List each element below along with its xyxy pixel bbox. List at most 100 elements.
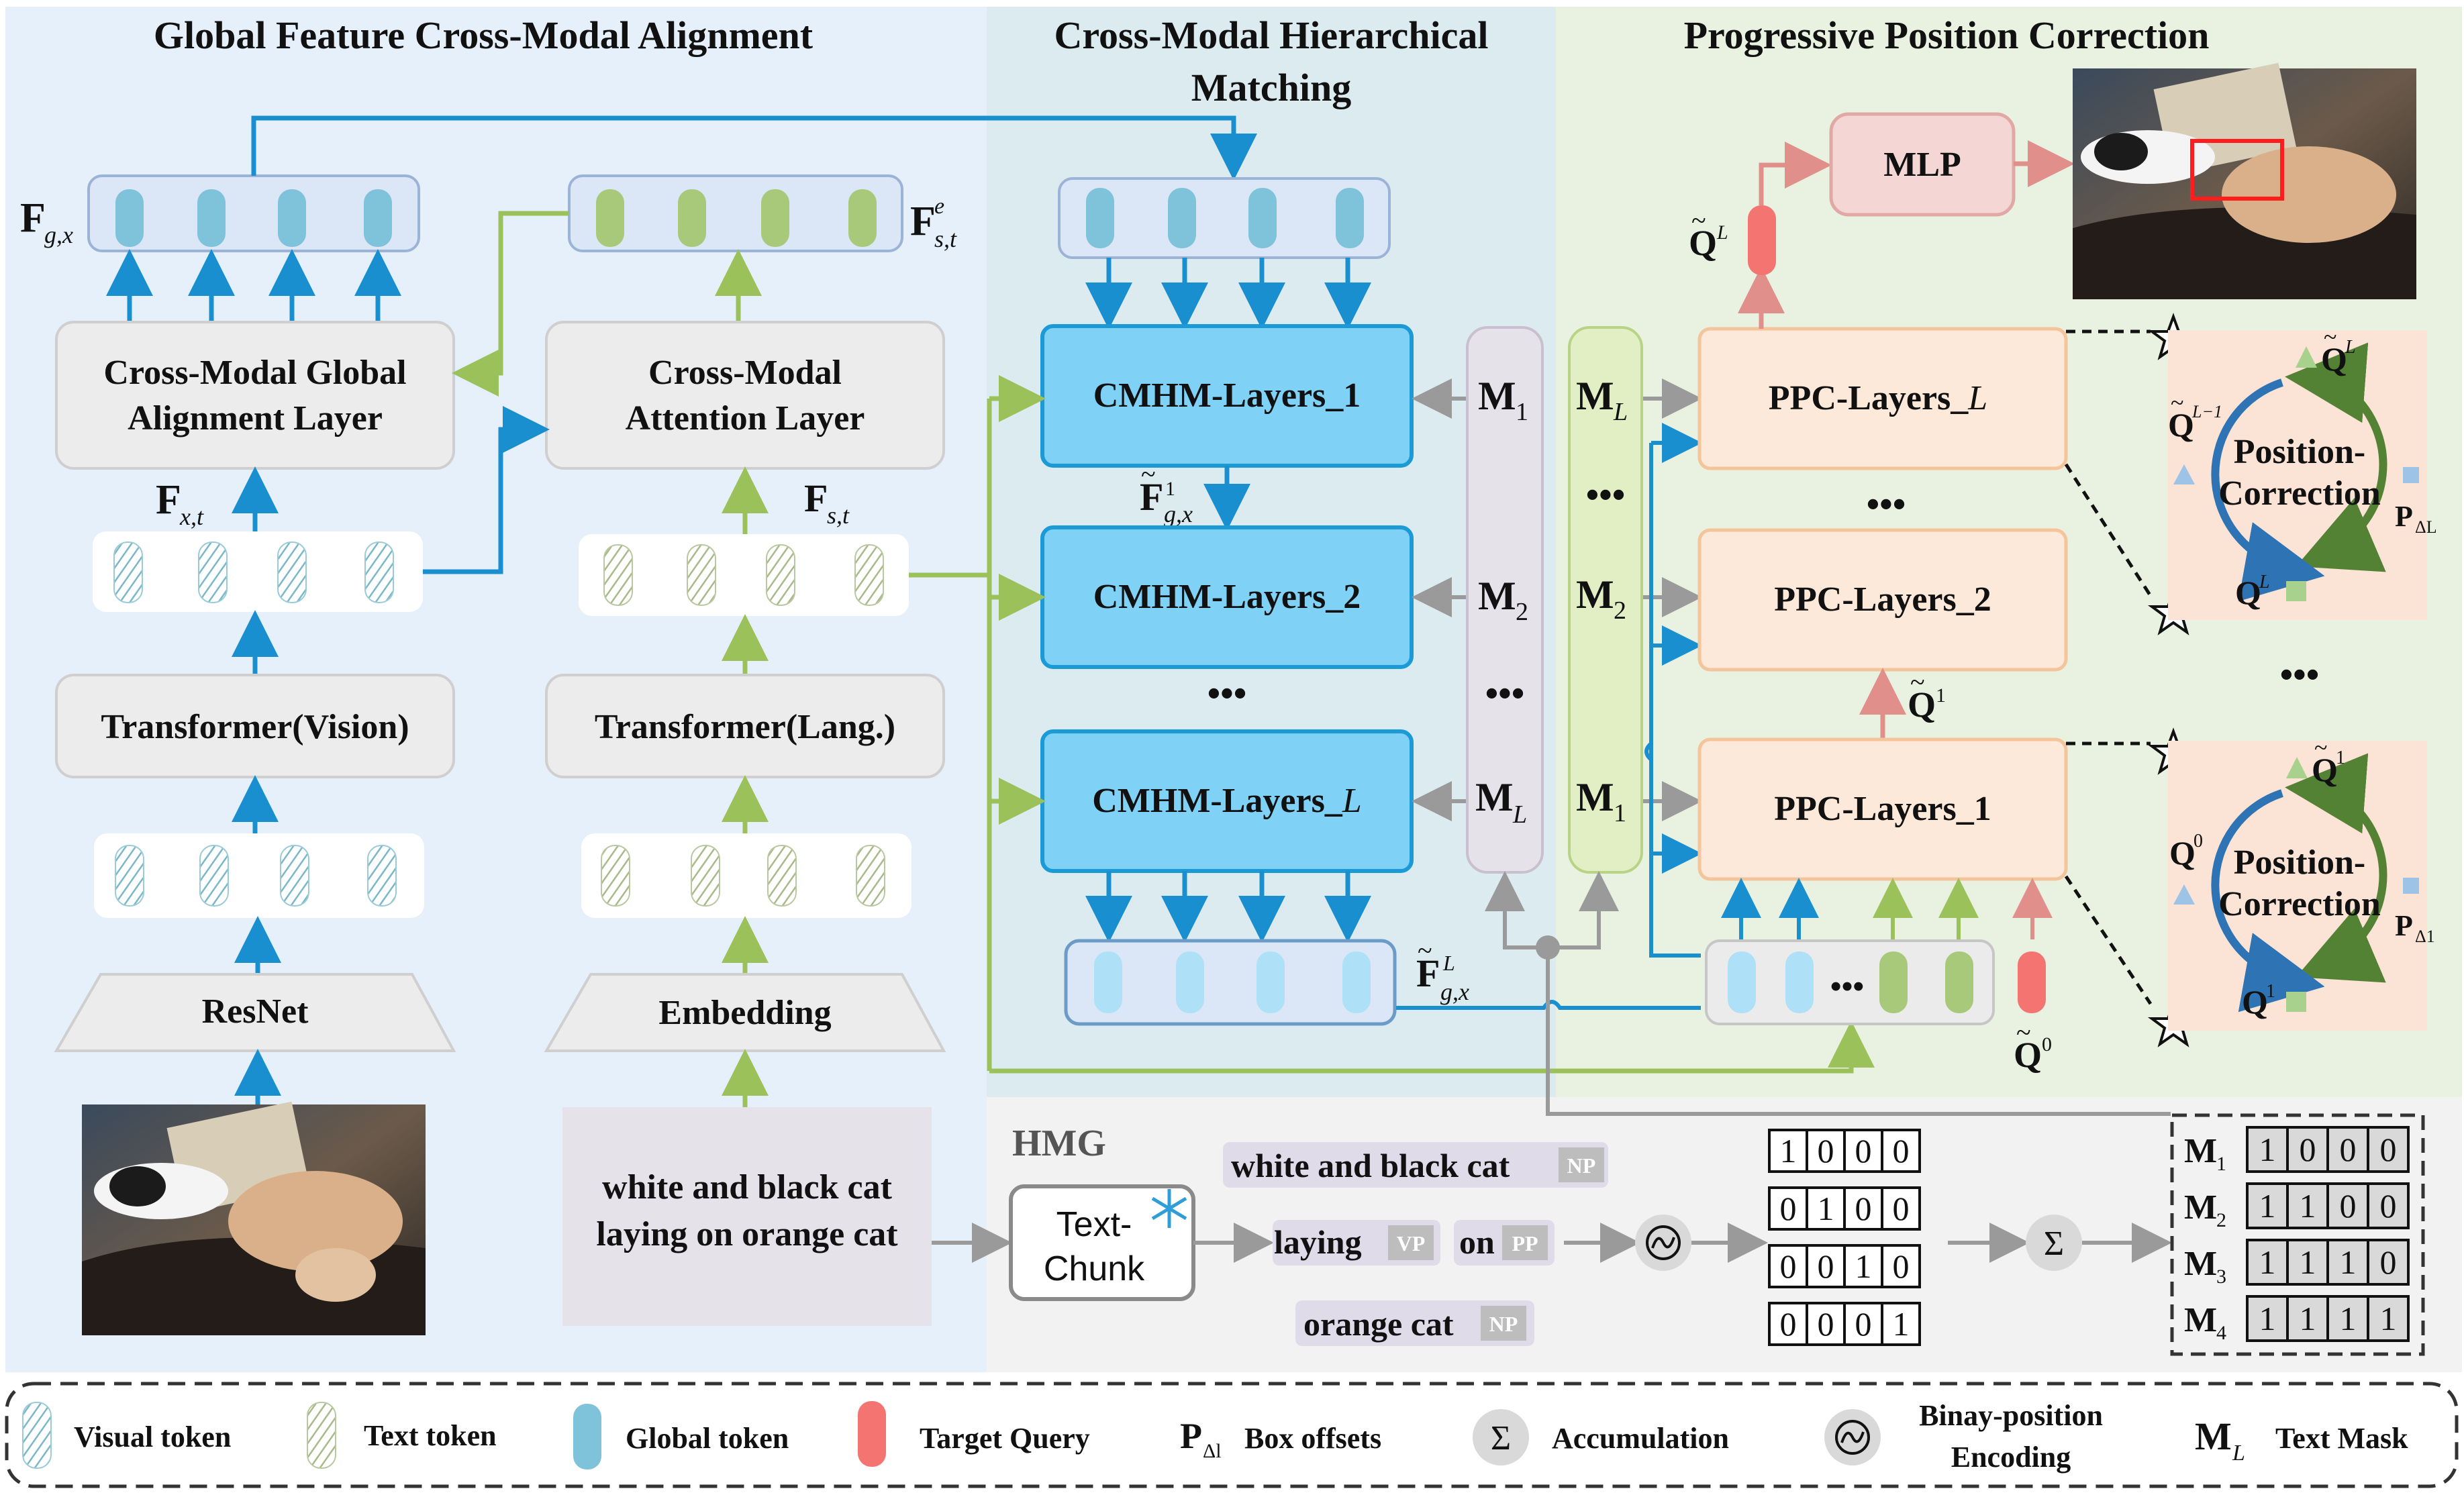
transformer-vision-label: Transformer(Vision) [101, 708, 409, 746]
svg-text:Text Mask: Text Mask [2275, 1422, 2408, 1455]
svg-text:L−1: L−1 [2191, 402, 2222, 421]
mask-row-label: M [2184, 1245, 2217, 1283]
svg-text:x,t: x,t [179, 503, 204, 530]
cross-attn-line2: Attention Layer [626, 399, 865, 437]
svg-text:Accumulation: Accumulation [1552, 1422, 1729, 1455]
text-chunk-line2: Chunk [1044, 1249, 1145, 1288]
arrow-fgx-to-cmhm [251, 115, 1257, 181]
cmhm-top-token-bar [1058, 177, 1391, 259]
svg-text:~: ~ [1691, 205, 1706, 236]
legend-binary-position-encoding: Binay-position Encoding [1824, 1399, 2103, 1474]
mask-col-cmhm-labels: M 1 M 2 ••• M L [1475, 374, 1528, 829]
arrow-visual-to-attn [423, 406, 550, 574]
svg-text:Q: Q [2321, 340, 2347, 378]
mask-cell: 1 [2340, 1300, 2357, 1337]
cross-attn-line1: Cross-Modal [648, 354, 842, 392]
mask-cell: 0 [2340, 1131, 2357, 1168]
svg-text:1: 1 [1936, 684, 1946, 707]
chunk-np-2: orange cat NP [1295, 1300, 1534, 1346]
fxt-label: F x,t [156, 477, 204, 530]
svg-text:~: ~ [2016, 1017, 2031, 1047]
feature-feed-to-ppc [1644, 423, 1702, 958]
svg-text:1: 1 [1165, 478, 1175, 500]
mask-cell: 1 [2259, 1300, 2276, 1337]
mask-cell: 0 [2300, 1131, 2316, 1168]
svg-text:~: ~ [1910, 667, 1925, 697]
mask-cell: 0 [2380, 1131, 2397, 1168]
arrows-to-global-tokens [106, 249, 401, 321]
ppc-section-title: Progressive Position Correction [1684, 13, 2210, 57]
svg-text:M: M [1576, 572, 1614, 617]
svg-text:P: P [2395, 909, 2413, 942]
cmhm-layer-L-label: CMHM-Layers_L [1092, 782, 1361, 820]
pos-corr-bottom-line1: Position- [2234, 843, 2365, 882]
mask-cell: 0 [2340, 1187, 2357, 1225]
svg-text:Σ: Σ [2044, 1225, 2064, 1263]
svg-text:F: F [1416, 951, 1440, 995]
svg-text:g,x: g,x [1440, 978, 1469, 1005]
svg-text:Text token: Text token [364, 1419, 497, 1452]
binary-cell: 1 [1893, 1305, 1910, 1343]
svg-text:Q: Q [2242, 983, 2268, 1021]
svg-text:M: M [1576, 374, 1614, 418]
hmg-title: HMG [1012, 1123, 1106, 1164]
svg-text:L: L [1613, 398, 1628, 426]
svg-text:NP: NP [1489, 1312, 1518, 1336]
svg-text:Q: Q [2235, 574, 2261, 611]
mask-cell: 0 [2380, 1187, 2397, 1225]
global-token-bar [87, 174, 420, 252]
ppc-layer-2-label: PPC-Layers_2 [1774, 580, 1991, 619]
svg-text:F: F [910, 199, 936, 244]
svg-text:~: ~ [2324, 323, 2336, 350]
text-global-token-bar [568, 174, 903, 252]
svg-text:NP: NP [1567, 1153, 1596, 1178]
cmhm-section-title-2: Matching [1191, 66, 1351, 109]
mask-row-label: M [2184, 1188, 2217, 1227]
output-image [2073, 62, 2416, 299]
mask-col-ppc-labels: M L ••• M 2 M 1 [1576, 374, 1628, 827]
cmhm-ellipsis: ••• [1208, 673, 1247, 715]
svg-text:F: F [20, 195, 46, 241]
mask-cell: 1 [2259, 1243, 2276, 1281]
star-connectors [2064, 329, 2153, 1005]
ppc-ellipsis: ••• [1867, 484, 1906, 525]
caption-line2: laying on orange cat [596, 1215, 898, 1253]
mask-cell: 1 [2300, 1243, 2316, 1281]
pos-corr-top-labels: Q ~ L Q ~ L−1 P ΔL Q L [2168, 323, 2437, 611]
svg-text:Q: Q [1908, 684, 1936, 725]
transformer-lang-label: Transformer(Lang.) [595, 708, 895, 746]
cross-modal-global-alignment-box [55, 321, 455, 470]
binary-cell: 0 [1818, 1132, 1834, 1170]
svg-text:~: ~ [2314, 734, 2327, 761]
svg-text:0: 0 [2042, 1033, 2052, 1056]
text-chunk-line1: Text- [1056, 1205, 1132, 1244]
svg-text:0: 0 [2194, 831, 2203, 852]
q1-tilde-label: Q ~ 1 [1908, 667, 1946, 725]
svg-text:1: 1 [2336, 748, 2345, 768]
chunk-vp: laying VP [1273, 1220, 1440, 1266]
svg-text:L: L [1512, 801, 1527, 829]
f1gx-label: F ~ 1 g,x [1140, 459, 1193, 527]
binary-cell: 1 [1818, 1190, 1834, 1227]
svg-text:M: M [1475, 775, 1514, 819]
svg-text:L: L [1716, 221, 1728, 244]
chunk-np-1: white and black cat NP [1223, 1142, 1608, 1188]
mask-junction [1485, 871, 2171, 1116]
arrow-fset-to-global [452, 211, 569, 397]
svg-text:2: 2 [1516, 598, 1528, 626]
cmhm-layer-2-label: CMHM-Layers_2 [1093, 578, 1361, 616]
pos-corr-ellipsis: ••• [2280, 654, 2320, 696]
binary-cell: 0 [1893, 1190, 1910, 1227]
cmhm-bottom-token-bar [1064, 939, 1397, 1026]
cmhm-section-title: Cross-Modal Hierarchical [1054, 13, 1488, 57]
mask-output-box [2170, 1113, 2425, 1356]
svg-text:Encoding: Encoding [1951, 1441, 2071, 1474]
pos-corr-arc-blue-bottom-tip [2238, 933, 2325, 1013]
pos-corr-arc-green-top-head [2285, 342, 2369, 423]
svg-text:L: L [2232, 1441, 2245, 1465]
svg-text:P: P [1180, 1416, 1202, 1456]
